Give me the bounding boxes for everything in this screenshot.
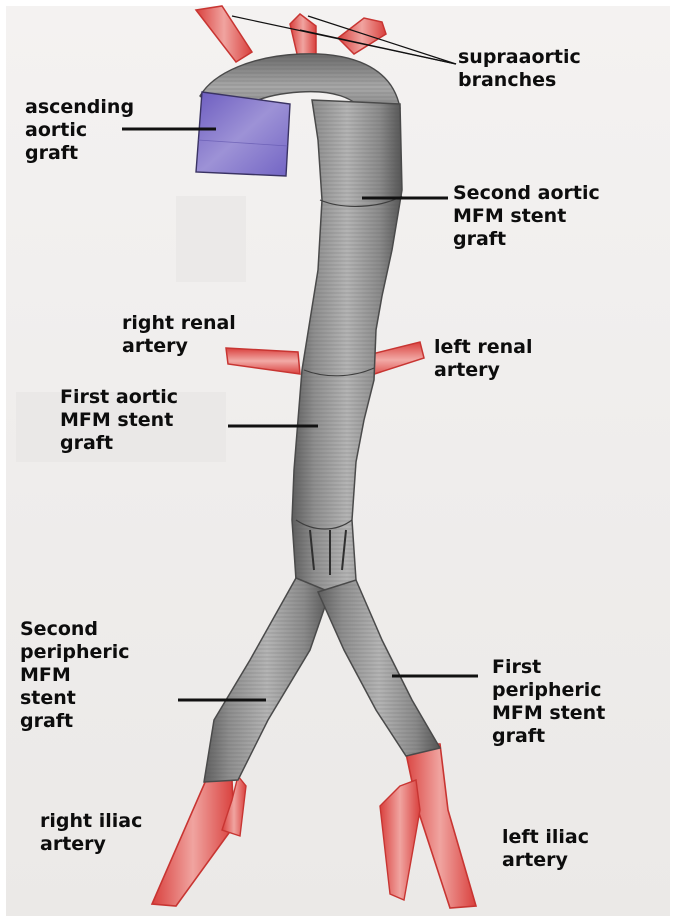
label-line: graft [492,725,605,748]
label-line: artery [122,335,236,358]
supraaortic-branch-vessel [290,14,316,58]
label-left-renal-artery: left renal artery [434,336,532,382]
right-renal-artery-vessel [226,348,300,374]
paper-shade [176,196,246,282]
label-first-aortic-stent-graft: First aortic MFM stent graft [60,386,178,455]
label-line: peripheric [20,641,130,664]
label-line: artery [502,849,589,872]
label-line: left renal [434,336,532,359]
label-right-renal-artery: right renal artery [122,312,236,358]
label-supraaortic-branches: supraaortic branches [458,46,581,92]
label-line: First [492,656,605,679]
label-line: branches [458,69,581,92]
label-line: peripheric [492,679,605,702]
label-line: graft [20,710,130,733]
label-line: graft [453,228,600,251]
label-second-peripheric-stent-graft: Second peripheric MFM stent graft [20,618,130,733]
ascending-aortic-graft-shape [196,92,290,176]
label-line: stent [20,687,130,710]
right-iliac-artery-vessel [152,780,234,906]
label-line: Second aortic [453,182,600,205]
label-line: artery [434,359,532,382]
label-first-peripheric-stent-graft: First peripheric MFM stent graft [492,656,605,748]
supraaortic-branch-vessel [196,6,252,62]
label-line: supraaortic [458,46,581,69]
second-peripheric-limb-rings [204,578,330,782]
label-ascending-aortic-graft: ascending aortic graft [25,96,134,165]
label-line: MFM stent [453,205,600,228]
left-iliac-branch-vessel [380,780,420,900]
label-right-iliac-artery: right iliac artery [40,810,142,856]
label-line: artery [40,833,142,856]
label-line: graft [60,432,178,455]
label-line: MFM [20,664,130,687]
supraaortic-branch-vessel [338,18,386,54]
label-left-iliac-artery: left iliac artery [502,826,589,872]
label-second-aortic-stent-graft: Second aortic MFM stent graft [453,182,600,251]
label-line: aortic [25,119,134,142]
label-line: MFM stent [492,702,605,725]
first-peripheric-limb-rings [318,580,440,756]
label-line: First aortic [60,386,178,409]
label-line: right renal [122,312,236,335]
label-line: ascending [25,96,134,119]
label-line: Second [20,618,130,641]
label-line: right iliac [40,810,142,833]
label-line: graft [25,142,134,165]
label-line: left iliac [502,826,589,849]
label-line: MFM stent [60,409,178,432]
